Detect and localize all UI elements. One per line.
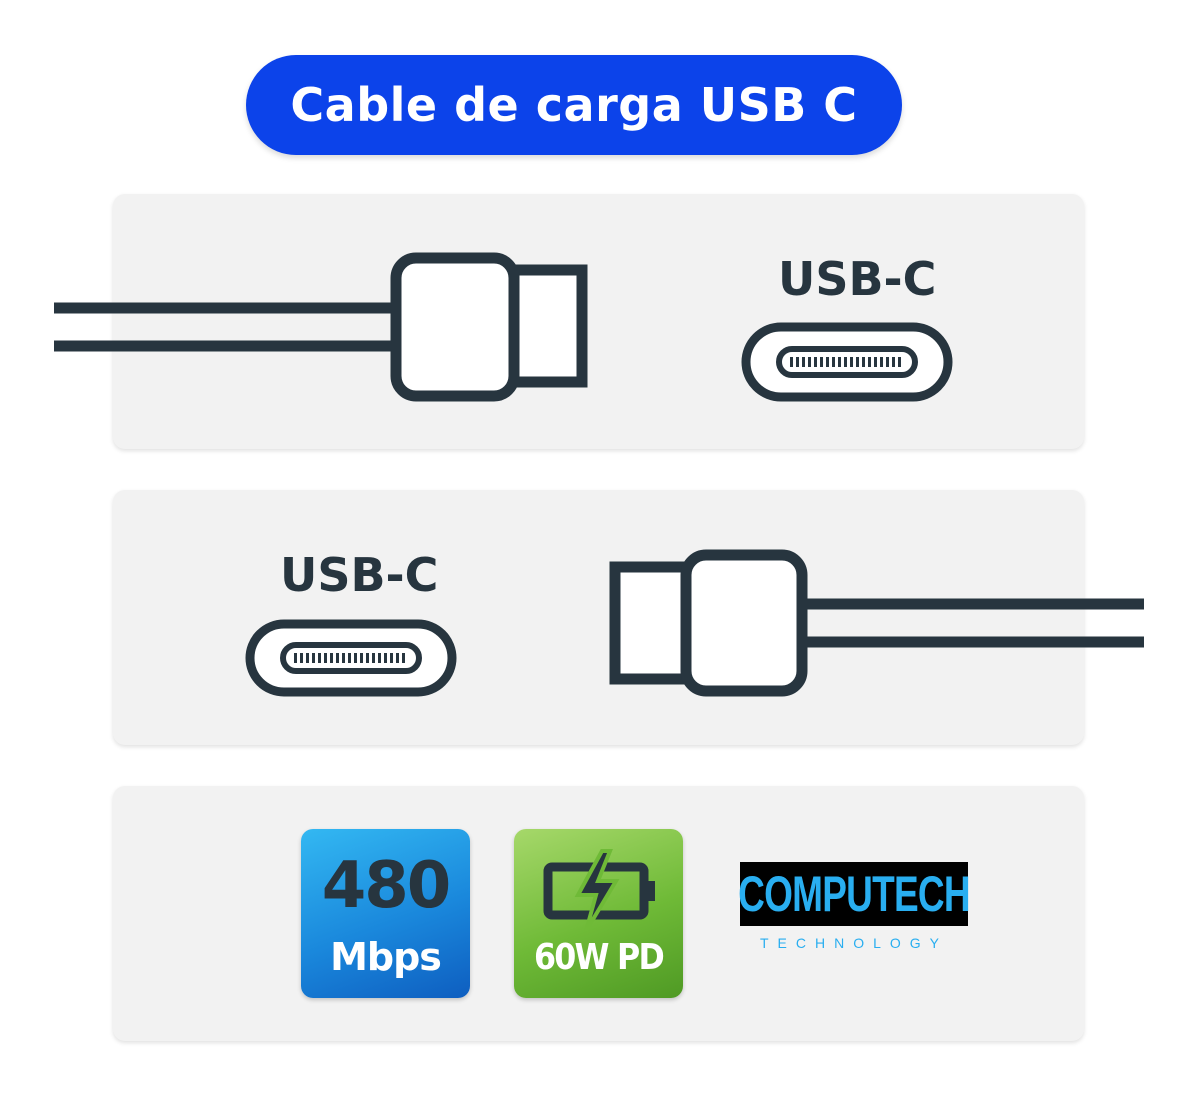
brand-logo: COMPUTECH: [738, 862, 971, 926]
usb-c-plug-icon: [609, 549, 1144, 697]
page-title: Cable de carga USB C: [290, 78, 858, 132]
brand-name: COMPUTECH: [738, 866, 971, 922]
usb-c-port-icon: [741, 322, 953, 402]
panel-port-to-plug: [113, 490, 1084, 745]
panel-plug-to-port: [113, 194, 1084, 449]
usb-c-plug-icon: [54, 252, 588, 402]
usb-c-port-icon: [245, 619, 457, 697]
brand-tagline: TECHNOLOGY: [759, 935, 948, 951]
speed-badge: 480 Mbps: [301, 829, 470, 998]
power-badge: 60W PD: [514, 829, 683, 998]
title-banner: Cable de carga USB C: [246, 55, 902, 155]
speed-value: 480: [321, 849, 452, 923]
usb-c-label-middle: USB-C: [280, 548, 439, 602]
usb-c-label-top: USB-C: [778, 252, 937, 306]
battery-bolt-icon: [543, 849, 655, 933]
power-label: 60W PD: [533, 937, 665, 978]
speed-unit: Mbps: [330, 935, 442, 979]
